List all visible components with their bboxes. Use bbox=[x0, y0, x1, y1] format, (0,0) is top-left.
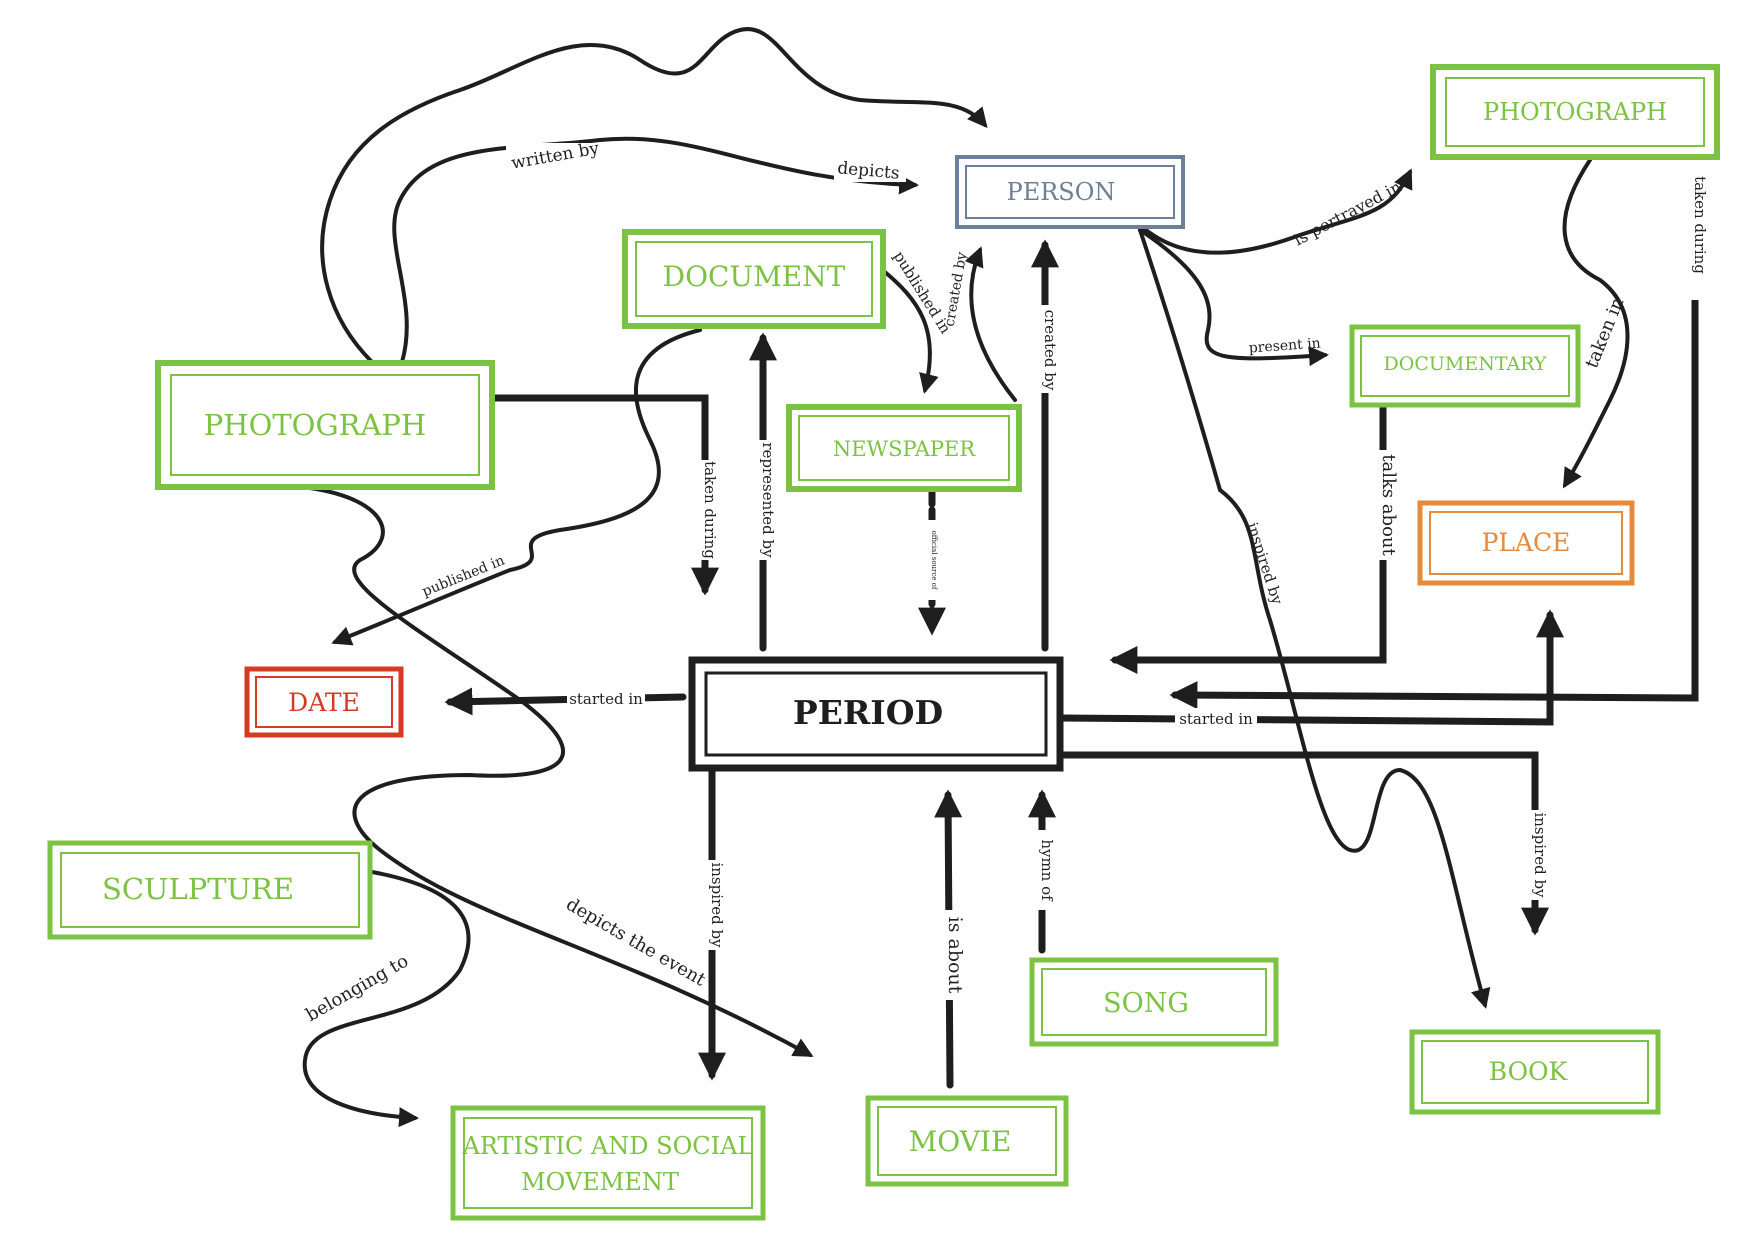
label-inspired-by-book: inspired by bbox=[1531, 812, 1549, 898]
edge-started-in-date bbox=[444, 687, 687, 716]
label-inspired-by-movement: inspired by bbox=[708, 862, 726, 948]
label-taken-in: taken in bbox=[1581, 294, 1628, 371]
edge-started-in-place bbox=[1056, 609, 1564, 726]
node-date-label: DATE bbox=[288, 688, 360, 717]
node-photograph-top: PHOTOGRAPH bbox=[1430, 64, 1720, 160]
node-sculpture-label: SCULPTURE bbox=[102, 872, 294, 906]
node-documentary-label: DOCUMENTARY bbox=[1384, 353, 1547, 375]
node-song: SONG bbox=[1029, 957, 1279, 1047]
node-person-label: PERSON bbox=[1007, 178, 1116, 206]
node-document: DOCUMENT bbox=[622, 229, 886, 329]
node-book: BOOK bbox=[1409, 1029, 1661, 1115]
edge-depicts-the-event bbox=[308, 486, 814, 1057]
edge-published-in-doc bbox=[878, 266, 939, 394]
label-created-by-np: created by bbox=[942, 251, 971, 328]
edge-present-in bbox=[1138, 228, 1329, 367]
edge-published-in-photo bbox=[331, 328, 702, 646]
node-period-label: PERIOD bbox=[793, 693, 943, 732]
edge-taken-during-left bbox=[491, 394, 719, 596]
label-talks-about: talks about bbox=[1378, 454, 1399, 556]
node-artistic-line1: ARTISTIC AND SOCIAL bbox=[462, 1132, 754, 1160]
label-created-by-period: created by bbox=[1041, 310, 1059, 391]
edge-taken-in bbox=[1562, 158, 1630, 489]
edge-written-by bbox=[320, 27, 988, 364]
label-taken-during-left: taken during bbox=[701, 461, 719, 559]
label-hymn-of: hymn of bbox=[1038, 839, 1056, 902]
node-movie-label: MOVIE bbox=[909, 1125, 1012, 1158]
label-represented-by: represented by bbox=[759, 442, 777, 558]
node-artistic-line2: MOVEMENT bbox=[521, 1168, 679, 1196]
node-photograph-top-label: PHOTOGRAPH bbox=[1483, 98, 1667, 126]
edge-belonging-to bbox=[302, 870, 471, 1128]
node-documentary: DOCUMENTARY bbox=[1349, 324, 1581, 408]
edge-inspired-by-person bbox=[1138, 228, 1491, 1009]
node-photograph-left: PHOTOGRAPH bbox=[155, 360, 495, 490]
node-artistic-social-movement: ARTISTIC AND SOCIAL MOVEMENT bbox=[450, 1105, 766, 1221]
label-is-portrayed-in: is portrayed in bbox=[1291, 177, 1405, 250]
node-period: PERIOD bbox=[688, 656, 1064, 772]
label-depicts-the-event: depicts the event bbox=[562, 894, 709, 991]
label-belonging-to: belonging to bbox=[302, 951, 412, 1026]
edge-inspired-by-book bbox=[1056, 751, 1549, 936]
edge-is-portrayed-in bbox=[1138, 168, 1413, 255]
label-official-source-of: official source of bbox=[930, 531, 938, 591]
node-book-label: BOOK bbox=[1489, 1057, 1569, 1086]
edge-taken-during-top bbox=[1169, 156, 1699, 710]
node-place-label: PLACE bbox=[1482, 528, 1571, 557]
node-photograph-left-label: PHOTOGRAPH bbox=[204, 408, 426, 442]
label-taken-during-top: taken during bbox=[1691, 176, 1709, 274]
node-sculpture: SCULPTURE bbox=[47, 840, 373, 940]
label-started-in-place: started in bbox=[1179, 710, 1253, 728]
label-present-in: present in bbox=[1248, 336, 1321, 357]
node-date: DATE bbox=[244, 666, 404, 738]
node-newspaper-label: NEWSPAPER bbox=[833, 437, 977, 461]
label-started-in-date: started in bbox=[569, 690, 643, 708]
node-newspaper: NEWSPAPER bbox=[786, 404, 1022, 492]
node-person: PERSON bbox=[955, 155, 1185, 229]
node-place: PLACE bbox=[1417, 500, 1635, 586]
node-song-label: SONG bbox=[1103, 988, 1189, 1019]
node-movie: MOVIE bbox=[865, 1095, 1069, 1187]
node-document-label: DOCUMENT bbox=[663, 260, 846, 293]
label-is-about: is about bbox=[944, 917, 966, 994]
edge-created-by-np bbox=[964, 246, 1017, 402]
